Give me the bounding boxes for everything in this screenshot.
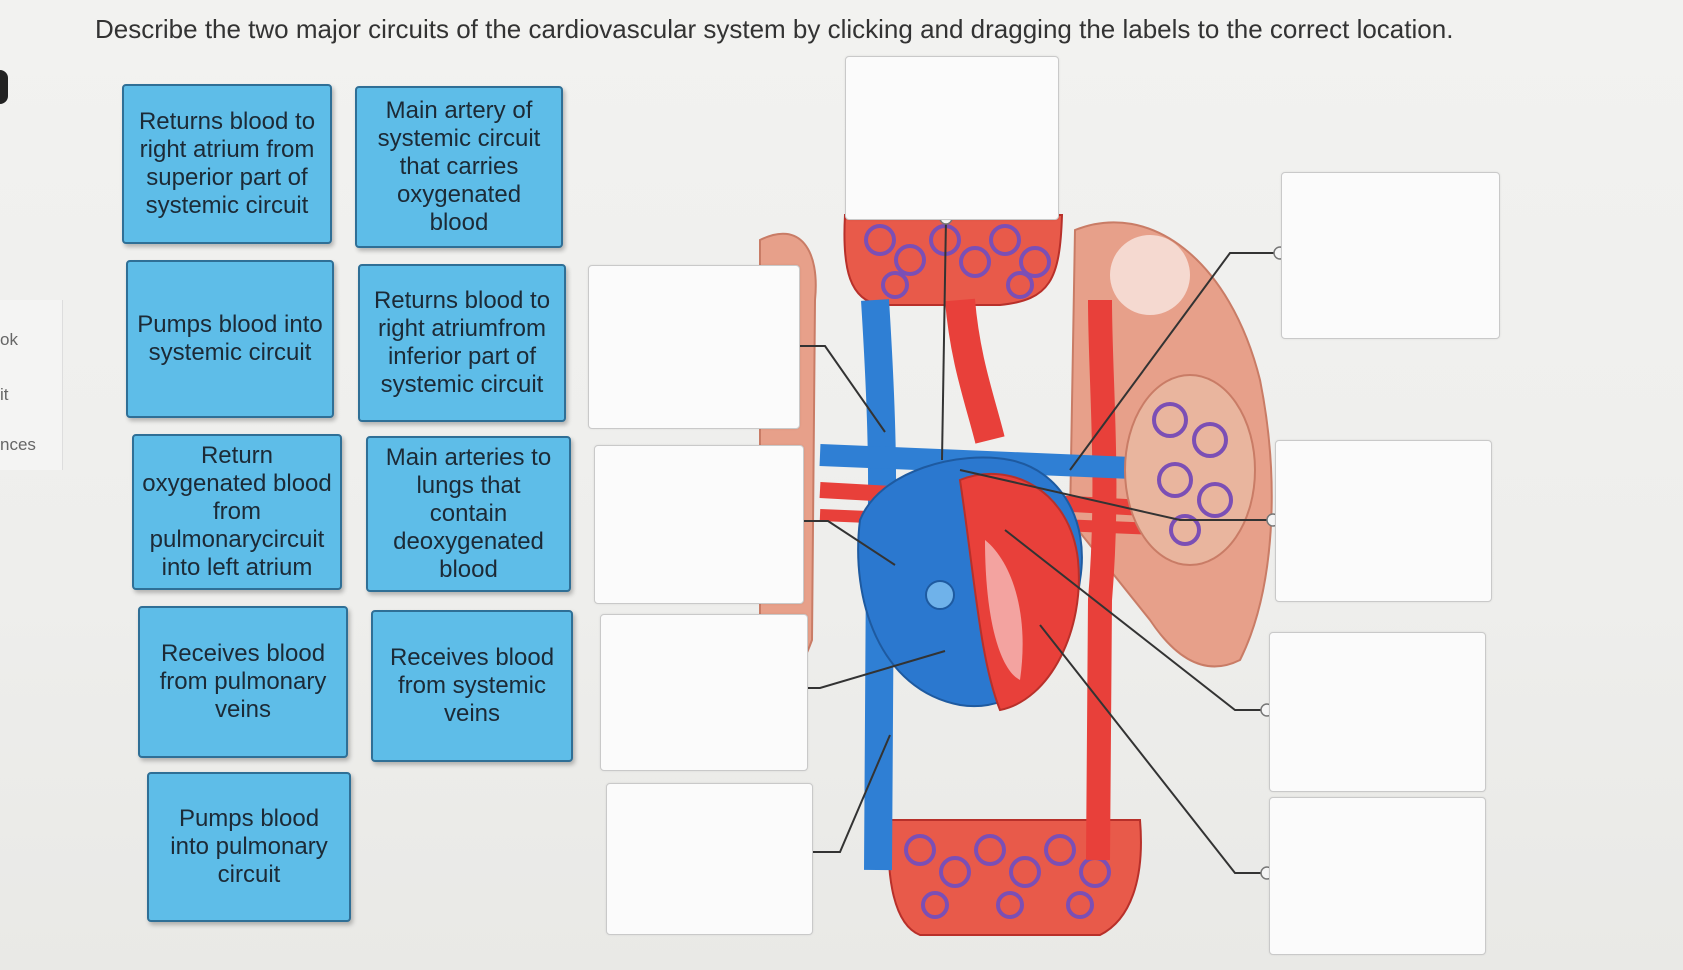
drop-zone[interactable] — [1275, 440, 1492, 602]
drop-zone[interactable] — [588, 265, 800, 429]
drop-zone[interactable] — [1269, 632, 1486, 792]
lung-capillary-bed — [1125, 375, 1255, 565]
aorta-vessel — [1098, 300, 1104, 860]
drop-zone[interactable] — [594, 445, 804, 604]
drop-zone[interactable] — [845, 56, 1059, 220]
drop-zone[interactable] — [1269, 797, 1486, 955]
screen-glare — [1110, 235, 1190, 315]
drop-zone[interactable] — [600, 614, 808, 771]
drop-zone[interactable] — [606, 783, 813, 935]
drop-zone[interactable] — [1281, 172, 1500, 339]
heart-valve — [926, 581, 954, 609]
ascending-aorta — [960, 300, 990, 440]
